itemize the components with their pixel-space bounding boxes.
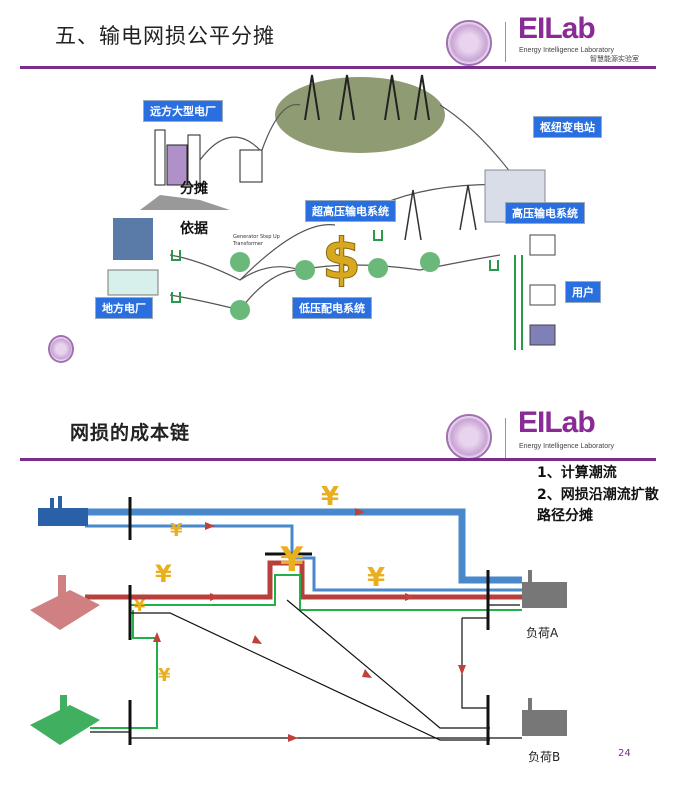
university-seal-icon (446, 20, 492, 66)
blue-thick-flow (85, 508, 522, 584)
eilab-logo: EILab (518, 406, 596, 439)
annotation-allocate: 分摊 (180, 181, 208, 197)
green-plant-icon (30, 695, 100, 745)
label-remote-plant: 远方大型电厂 (143, 100, 223, 122)
eilab-logo: EILab (518, 12, 596, 45)
label-lv-system: 低压配电系统 (292, 297, 372, 319)
yen-icon: ¥ (158, 665, 171, 686)
header-rule (20, 458, 656, 461)
dollar-icon: $ (322, 227, 361, 292)
logo-subtitle: Energy Intelligence Laboratory (519, 443, 614, 450)
yen-icon: ¥ (321, 482, 340, 512)
ehv-towers-landscape (275, 77, 445, 153)
cost-chain-diagram (30, 496, 567, 745)
label-users: 用户 (565, 281, 601, 303)
label-hv-system: 高压输电系统 (505, 202, 585, 224)
logo-subtitle-cn: 智慧能源实验室 (590, 56, 639, 63)
page-number: 24 (618, 748, 631, 759)
power-system-diagram: $ (107, 74, 556, 350)
header-rule (20, 66, 656, 69)
note-1: 1、计算潮流 (537, 465, 617, 481)
wind-farm-icon (113, 218, 153, 260)
label-local-plant: 地方电厂 (95, 297, 153, 319)
remote-plant-icon (140, 129, 263, 210)
label-gen-transformer: Generator Step Up Transformer (233, 234, 280, 247)
yen-icon: ¥ (170, 520, 183, 541)
small-seal-icon (48, 335, 74, 363)
logo-divider (505, 418, 506, 458)
slide1-title: 五、输电网损公平分摊 (55, 24, 275, 48)
yen-icon: ¥ (280, 540, 304, 580)
blue-plant-icon (38, 496, 88, 526)
green-flow-lower (90, 610, 158, 729)
blue-thin-flow (85, 524, 522, 592)
customer-icons (529, 234, 556, 346)
flow-arrows (153, 508, 466, 742)
slide2-title: 网损的成本链 (70, 422, 191, 444)
label-ehv-system: 超高压输电系统 (305, 200, 396, 222)
red-plant-icon (30, 575, 100, 630)
annotation-basis: 依据 (180, 221, 208, 237)
load-a-label: 负荷A (526, 626, 559, 640)
local-plant-icon (107, 269, 159, 296)
logo-divider (505, 22, 506, 62)
yen-icon: ¥ (367, 563, 386, 593)
logo-subtitle: Energy Intelligence Laboratory (519, 47, 614, 54)
university-seal-icon (446, 414, 492, 460)
load-a-icon (522, 570, 567, 608)
black-lines (90, 599, 522, 741)
yen-icon: ¥ (155, 560, 172, 588)
red-flow (85, 560, 522, 600)
note-2: 2、网损沿潮流扩散路径分摊 (537, 487, 659, 524)
green-transformers (171, 230, 523, 350)
load-b-label: 负荷B (528, 750, 561, 764)
distribution-tower-icons (230, 252, 440, 320)
hv-tower-icons (404, 184, 477, 241)
buses (128, 497, 490, 745)
load-b-icon (522, 698, 567, 736)
yen-icon: ¥ (134, 596, 146, 615)
green-flow (130, 574, 522, 611)
ehv-tower-icons (304, 74, 430, 121)
label-hub-substation: 枢纽变电站 (533, 116, 602, 138)
